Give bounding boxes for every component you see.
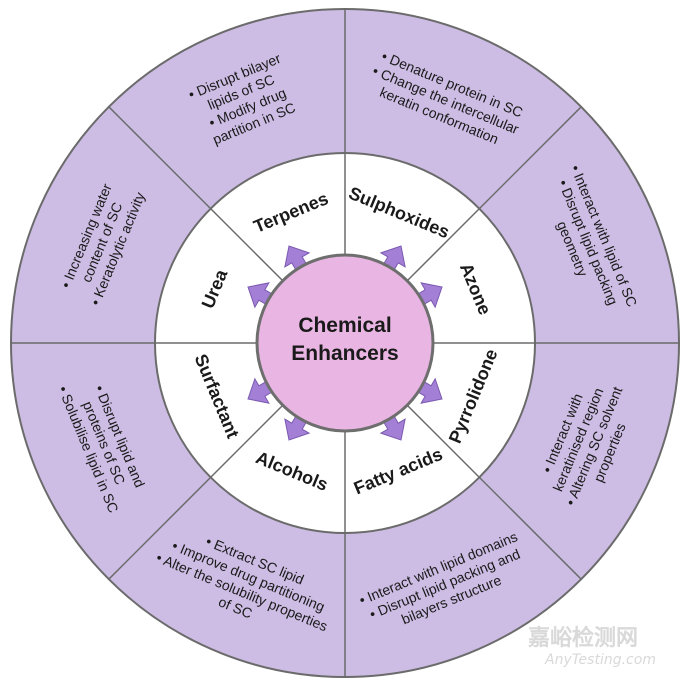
segment-divider	[406, 404, 582, 580]
segment-divider	[108, 404, 284, 580]
segment-divider	[406, 106, 582, 282]
watermark-brand: 嘉峪检测网	[528, 625, 638, 651]
watermark-url: AnyTesting.com	[544, 652, 656, 668]
center-title-line1: Chemical	[298, 314, 391, 337]
center-circle	[255, 253, 435, 433]
segment-dividers	[11, 9, 679, 677]
center-title-line2: Enhancers	[291, 342, 398, 365]
segment-divider	[108, 106, 284, 282]
